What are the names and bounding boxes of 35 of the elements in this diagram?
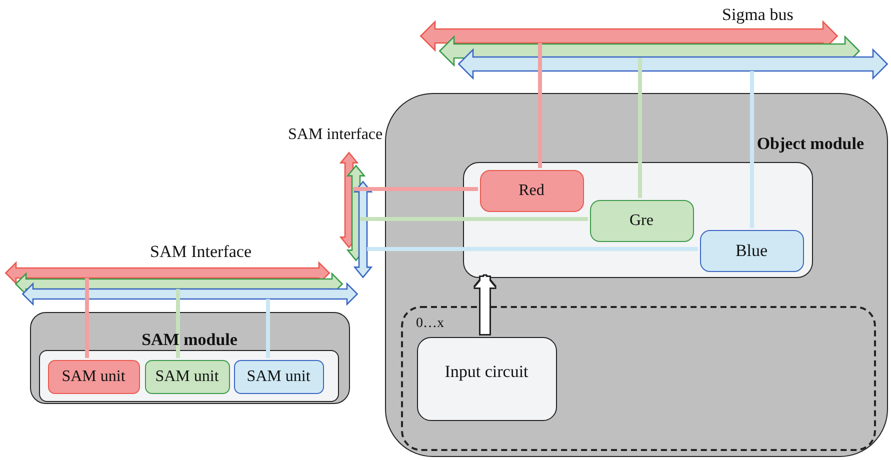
unit-box [145, 360, 230, 394]
dashed-group-box [401, 306, 876, 451]
connector-line [367, 247, 698, 251]
module-box [30, 312, 350, 404]
unit-box [48, 360, 140, 394]
node-label: Input circuit [444, 363, 528, 380]
bus-label: Sigma bus [722, 6, 794, 23]
connector-line [176, 289, 180, 358]
node-label: Gre [630, 212, 654, 228]
connector-line [638, 58, 642, 198]
connector-line [353, 187, 478, 191]
container-box [463, 162, 813, 278]
channel-box [480, 170, 584, 212]
unit-box [234, 360, 324, 394]
connector-line [750, 71, 754, 228]
module-box [385, 93, 888, 457]
node-label: Red [518, 182, 544, 198]
arrow [475, 276, 495, 334]
node-label: SAM unit [62, 368, 126, 384]
connector-line [85, 278, 89, 358]
container-box [39, 350, 339, 402]
connector-line [538, 43, 542, 168]
bus-label: SAM Interface [150, 243, 252, 260]
node-label: SAM unit [246, 368, 310, 384]
bus-label: SAM interface [288, 127, 383, 143]
circuit-box [417, 337, 557, 421]
node-label: 0…x [416, 317, 444, 331]
connector-line [266, 299, 270, 358]
channel-box [590, 200, 694, 242]
connector-line [360, 217, 588, 221]
module-title: Object module [756, 135, 864, 152]
channel-box [700, 230, 804, 272]
node-label: Blue [735, 242, 768, 259]
module-title: SAM module [142, 331, 238, 348]
node-label: SAM unit [155, 368, 219, 384]
